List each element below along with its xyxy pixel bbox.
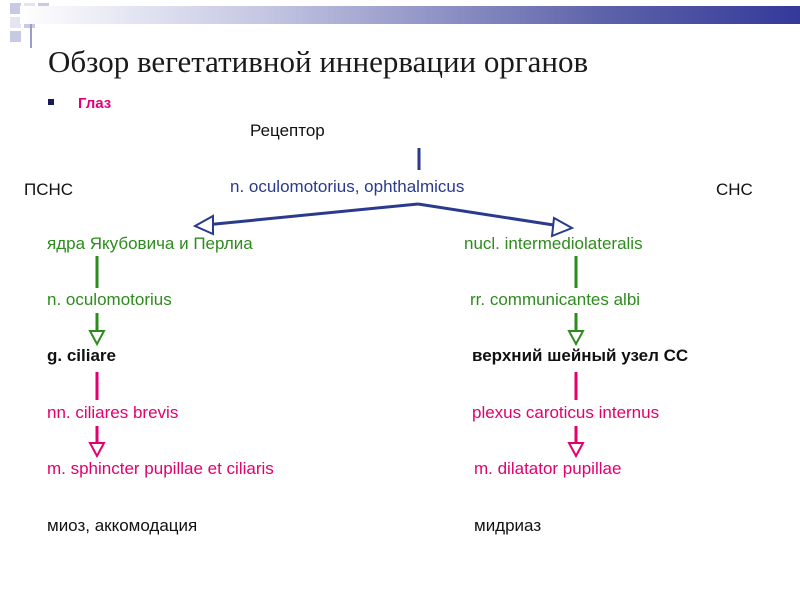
left-arrowhead-2	[88, 330, 106, 347]
psns-label: ПСНС	[24, 180, 74, 199]
subtitle-eye: Глаз	[78, 95, 112, 112]
branch-line-right	[417, 202, 561, 228]
left-postganglionic: nn. ciliares brevis	[47, 403, 179, 422]
receptor-label: Рецептор	[250, 121, 325, 140]
branch-arrowhead-left	[192, 214, 214, 236]
right-nuclei: nucl. intermediolateralis	[464, 234, 643, 253]
right-nerve: rr. communicantes albi	[470, 290, 641, 309]
sns-label: СНС	[716, 180, 753, 199]
bullet-icon	[48, 99, 54, 105]
slide-title: Обзор вегетативной иннервации органов	[48, 44, 589, 79]
header-gradient-bar	[20, 6, 800, 24]
right-effect: мидриаз	[474, 516, 542, 535]
left-effector: m. sphincter pupillae et ciliaris	[47, 459, 274, 478]
left-arrowhead-4	[88, 442, 106, 459]
left-effect: миоз, аккомодация	[47, 516, 198, 535]
top-nerve-label: n. oculomotorius, ophthalmicus	[230, 177, 465, 196]
right-ganglion: верхний шейный узел СС	[472, 346, 689, 365]
branch-line-left	[204, 202, 419, 227]
header-vertical-line	[30, 24, 32, 48]
right-postganglionic: plexus caroticus internus	[472, 403, 660, 422]
right-effector: m. dilatator pupillae	[474, 459, 622, 478]
left-ganglion: g. ciliare	[47, 346, 116, 365]
right-arrowhead-2	[567, 330, 585, 347]
right-arrowhead-4	[567, 442, 585, 459]
left-nuclei: ядра Якубовича и Перлиа	[47, 234, 253, 253]
left-nerve: n. oculomotorius	[47, 290, 172, 309]
branch-arrowhead-right	[550, 216, 575, 238]
